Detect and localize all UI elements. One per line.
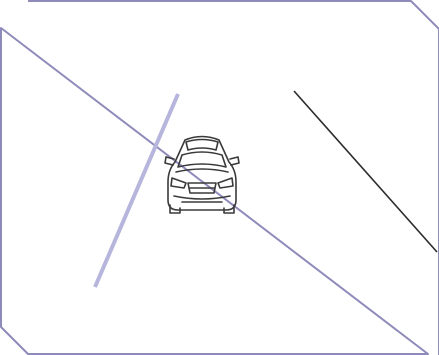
left-lane-line xyxy=(95,94,178,287)
right-lane-line xyxy=(294,91,437,252)
